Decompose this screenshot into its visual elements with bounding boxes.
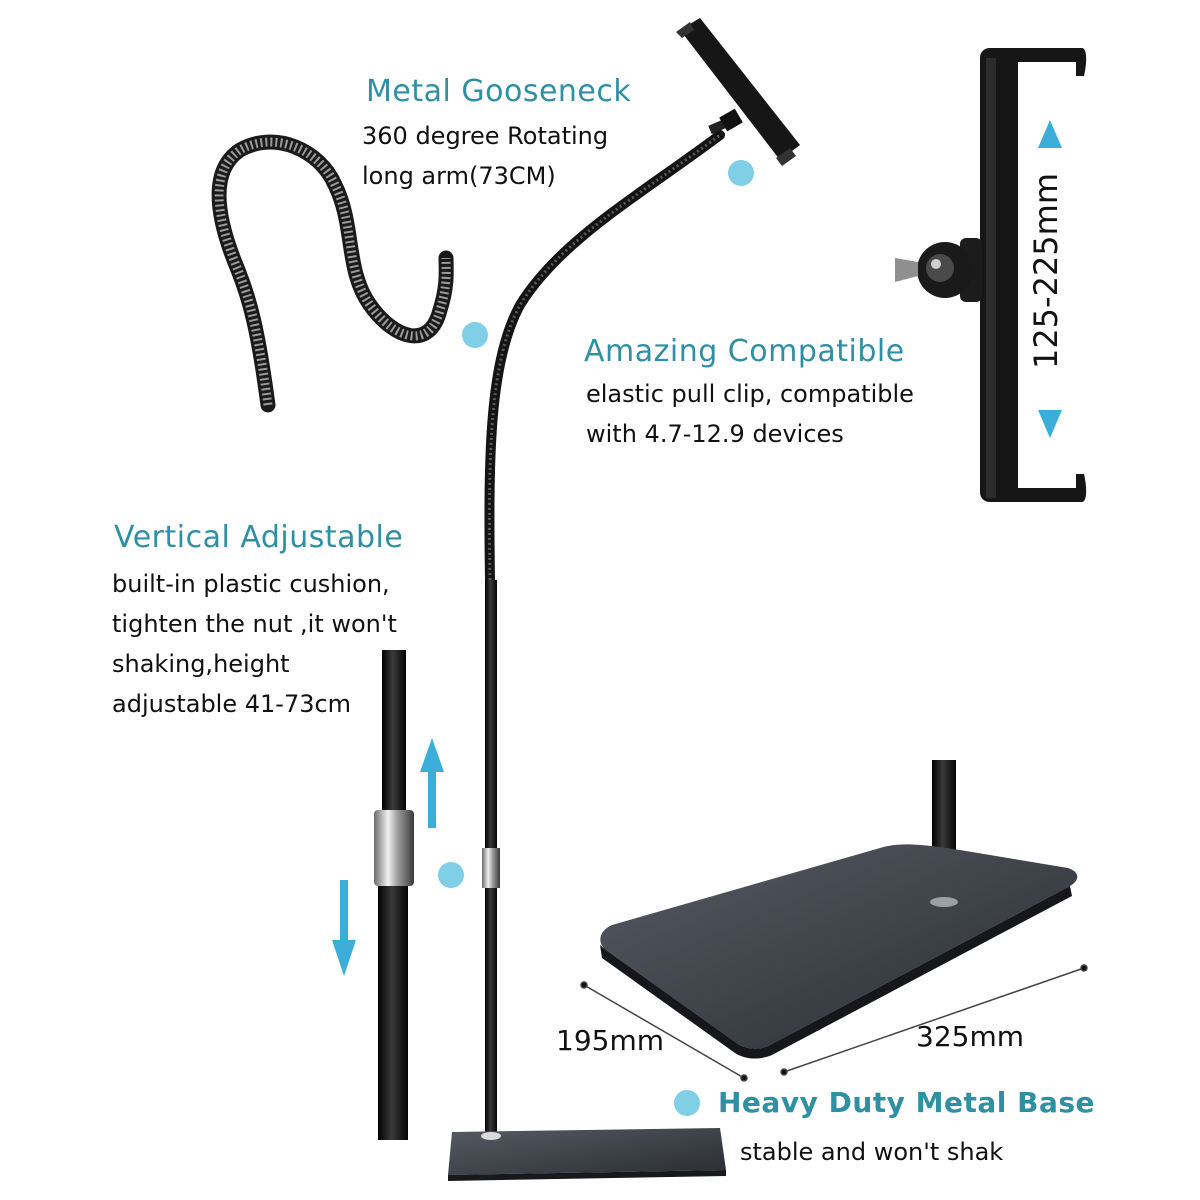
- metal-base: [600, 760, 1078, 1059]
- feature-line: long arm(73CM): [362, 162, 556, 190]
- clip-range-arrows: [1038, 120, 1062, 438]
- feature-line: with 4.7-12.9 devices: [586, 420, 844, 448]
- feature-line: adjustable 41-73cm: [112, 690, 352, 718]
- feature-line: stable and won't shak: [740, 1138, 1004, 1166]
- holder-clip: [895, 48, 1087, 502]
- feature-line: shaking,height: [112, 650, 290, 678]
- dimension-lines: [580, 964, 1088, 1082]
- callout-dot-arm: [462, 322, 488, 348]
- stand-pole: [448, 130, 726, 1181]
- base-length-label: 325mm: [916, 1020, 1024, 1053]
- feature-line: elastic pull clip, compatible: [586, 380, 914, 408]
- feature-title: Vertical Adjustable: [114, 520, 404, 555]
- gooseneck-coil: [211, 134, 454, 413]
- base-width-label: 195mm: [556, 1024, 664, 1057]
- callout-dot-vertical: [438, 862, 464, 888]
- feature-line: 360 degree Rotating: [362, 122, 609, 150]
- pole-closeup: [374, 650, 414, 1140]
- feature-line: tighten the nut ,it won't: [112, 610, 397, 638]
- clip-range-label: 125-225mm: [1027, 172, 1065, 370]
- feature-line: built-in plastic cushion,: [112, 570, 390, 598]
- callout-dot-base: [674, 1090, 700, 1116]
- callout-dot-gooseneck: [728, 160, 754, 186]
- feature-title: Heavy Duty Metal Base: [718, 1086, 1096, 1119]
- height-arrows: [332, 738, 444, 976]
- feature-title: Amazing Compatible: [584, 334, 905, 369]
- feature-title: Metal Gooseneck: [366, 74, 632, 109]
- top-clip: [676, 18, 800, 166]
